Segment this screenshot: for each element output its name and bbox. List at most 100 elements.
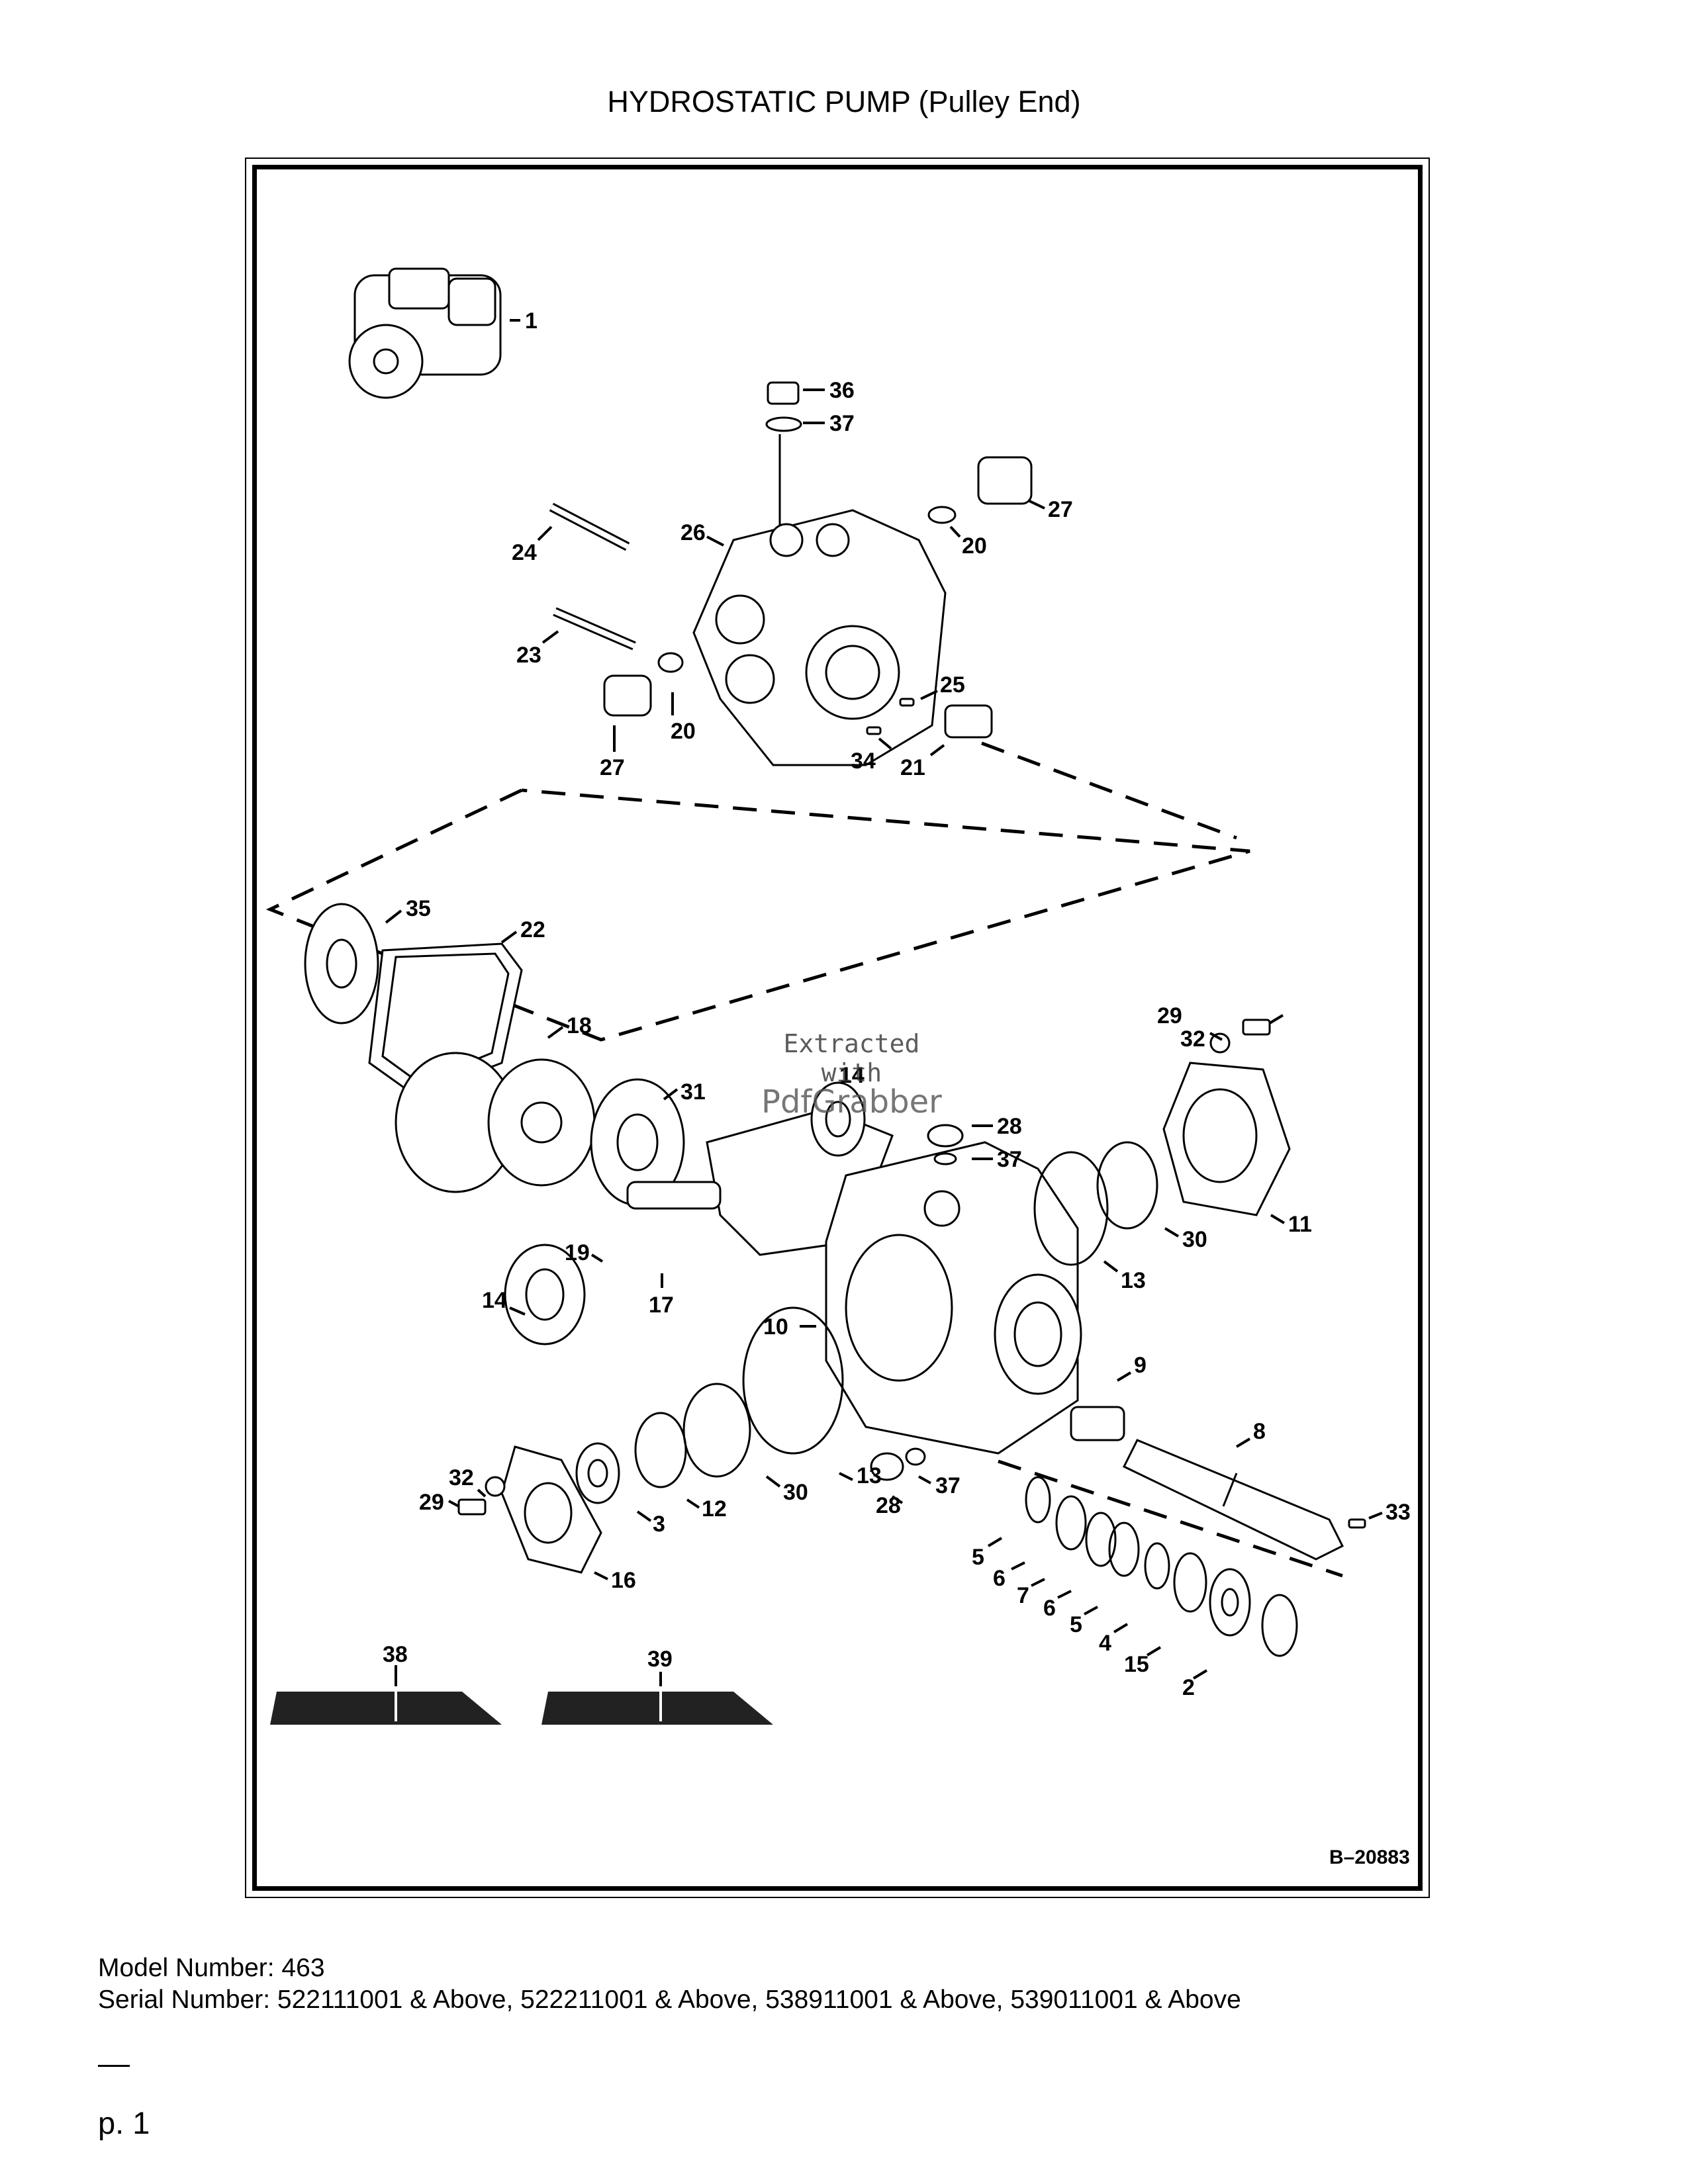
callout: 12 (702, 1496, 727, 1522)
diagram-frame: 1 36 37 27 26 24 20 23 25 20 27 34 21 35… (245, 158, 1430, 1898)
part-bearing-14-lower (504, 1244, 586, 1345)
part-seal-3 (575, 1442, 620, 1504)
callout: 19 (565, 1240, 590, 1265)
callout: 37 (935, 1473, 961, 1498)
part-seal-carrier-11 (1162, 1062, 1291, 1216)
callout: 17 (649, 1293, 674, 1318)
page-rule: — (98, 2065, 130, 2067)
callout: 9 (1134, 1353, 1147, 1378)
callout: 27 (600, 755, 625, 780)
leader-lines (385, 319, 1383, 1686)
part-ring-stack (1025, 1476, 1298, 1657)
page-number: p. 1 (98, 2105, 150, 2140)
exploded-parts-diagram: 1 36 37 27 26 24 20 23 25 20 27 34 21 35… (265, 267, 1411, 1868)
callout: 34 (851, 749, 876, 774)
callout: 7 (1017, 1583, 1029, 1608)
callout: 14 (839, 1063, 865, 1088)
part-end-cap-housing (692, 509, 947, 766)
part-relief-valve-lower (603, 652, 684, 717)
part-needle-bearing-9 (1070, 1406, 1125, 1441)
part-valve-plate-35 (304, 903, 379, 1024)
callout: 31 (680, 1079, 706, 1105)
part-rotating-group-18 (395, 1052, 596, 1193)
part-needle-bearing-21 (866, 698, 993, 739)
part-plug (765, 381, 802, 527)
callout: 38 (383, 1642, 408, 1667)
part-decal-38 (270, 1685, 502, 1725)
part-gasket-22 (368, 942, 523, 1097)
callout: 37 (829, 411, 855, 436)
callout: 35 (406, 896, 431, 921)
callout: 26 (680, 520, 706, 545)
part-washer-bolt-29-upper (1209, 1019, 1271, 1054)
callout: 28 (997, 1114, 1022, 1139)
subassembly-dashed-outline (265, 788, 1250, 1042)
callout: 36 (829, 378, 855, 403)
callout: 11 (1288, 1212, 1312, 1237)
part-race-30-upper (1096, 1141, 1158, 1230)
callout: 39 (647, 1647, 673, 1672)
shaft-dashed-guide (998, 1459, 1343, 1578)
part-bearing-14-upper (810, 1081, 866, 1157)
callout: 5 (1070, 1612, 1082, 1637)
watermark-line1: Extracted (783, 1029, 920, 1058)
part-relief-valve-upper (927, 456, 1033, 524)
part-drive-shaft-8 (1122, 1439, 1344, 1561)
page-title: HYDROSTATIC PUMP (Pulley End) (607, 85, 1081, 118)
part-decal-39 (541, 1685, 773, 1725)
callout: 14 (482, 1288, 507, 1313)
callout: 30 (1182, 1227, 1207, 1252)
callout-numbers: 1 36 37 27 26 24 20 23 25 20 27 34 21 35… (383, 308, 1411, 1700)
bearing-dashed-guide (981, 741, 1237, 840)
part-oring-13-lower (742, 1306, 844, 1455)
callout: 10 (763, 1314, 788, 1340)
watermark: Extracted with PdfGrabber (761, 1029, 942, 1120)
model-number: Model Number: 463 (98, 1954, 325, 1982)
callout: 27 (1048, 497, 1073, 522)
part-snap-ring-12 (634, 1412, 687, 1488)
part-plug-28-lower (870, 1447, 926, 1481)
callout: 24 (512, 540, 537, 565)
part-main-housing-10 (825, 1141, 1082, 1455)
figure-id: B–20883 (1329, 1846, 1410, 1868)
callout: 4 (1099, 1631, 1111, 1656)
callout: 29 (419, 1490, 444, 1515)
part-race-30-lower (682, 1383, 751, 1478)
callout: 20 (962, 533, 987, 559)
part-washer-bolt-29-lower (457, 1476, 506, 1516)
part-bolt-23 (553, 607, 636, 651)
part-pump-assembly (348, 267, 502, 399)
callout: 18 (567, 1013, 592, 1038)
part-key-33 (1348, 1518, 1366, 1529)
callout: 15 (1124, 1652, 1149, 1677)
callout: 22 (520, 917, 545, 942)
callout: 2 (1182, 1675, 1195, 1700)
callout: 37 (997, 1147, 1022, 1172)
part-plug-28-upper (927, 1124, 964, 1165)
callout: 20 (671, 719, 696, 744)
callout: 25 (940, 672, 965, 698)
watermark-line2: with (821, 1058, 882, 1087)
callout: 28 (876, 1493, 901, 1518)
callout: 33 (1385, 1500, 1411, 1525)
watermark-line3: PdfGrabber (761, 1083, 942, 1120)
part-bolt-24 (549, 502, 630, 551)
serial-number: Serial Number: 522111001 & Above, 522211… (98, 1985, 1241, 2014)
callout: 13 (1121, 1268, 1146, 1293)
callout: 21 (900, 755, 925, 780)
callout: 1 (525, 308, 538, 334)
callout: 32 (449, 1465, 474, 1490)
callout: 30 (783, 1480, 808, 1505)
diagram-inner-border: 1 36 37 27 26 24 20 23 25 20 27 34 21 35… (252, 165, 1423, 1891)
callout: 5 (972, 1545, 984, 1570)
callout: 3 (653, 1512, 665, 1537)
callout: 32 (1180, 1026, 1205, 1052)
callout: 13 (857, 1463, 882, 1488)
callout: 6 (1043, 1596, 1056, 1621)
callout: 29 (1157, 1003, 1182, 1028)
callout: 6 (993, 1566, 1006, 1591)
callout: 16 (611, 1568, 636, 1593)
callout: 8 (1253, 1419, 1266, 1444)
part-oring-13-upper (1033, 1151, 1109, 1266)
callout: 23 (516, 643, 541, 668)
